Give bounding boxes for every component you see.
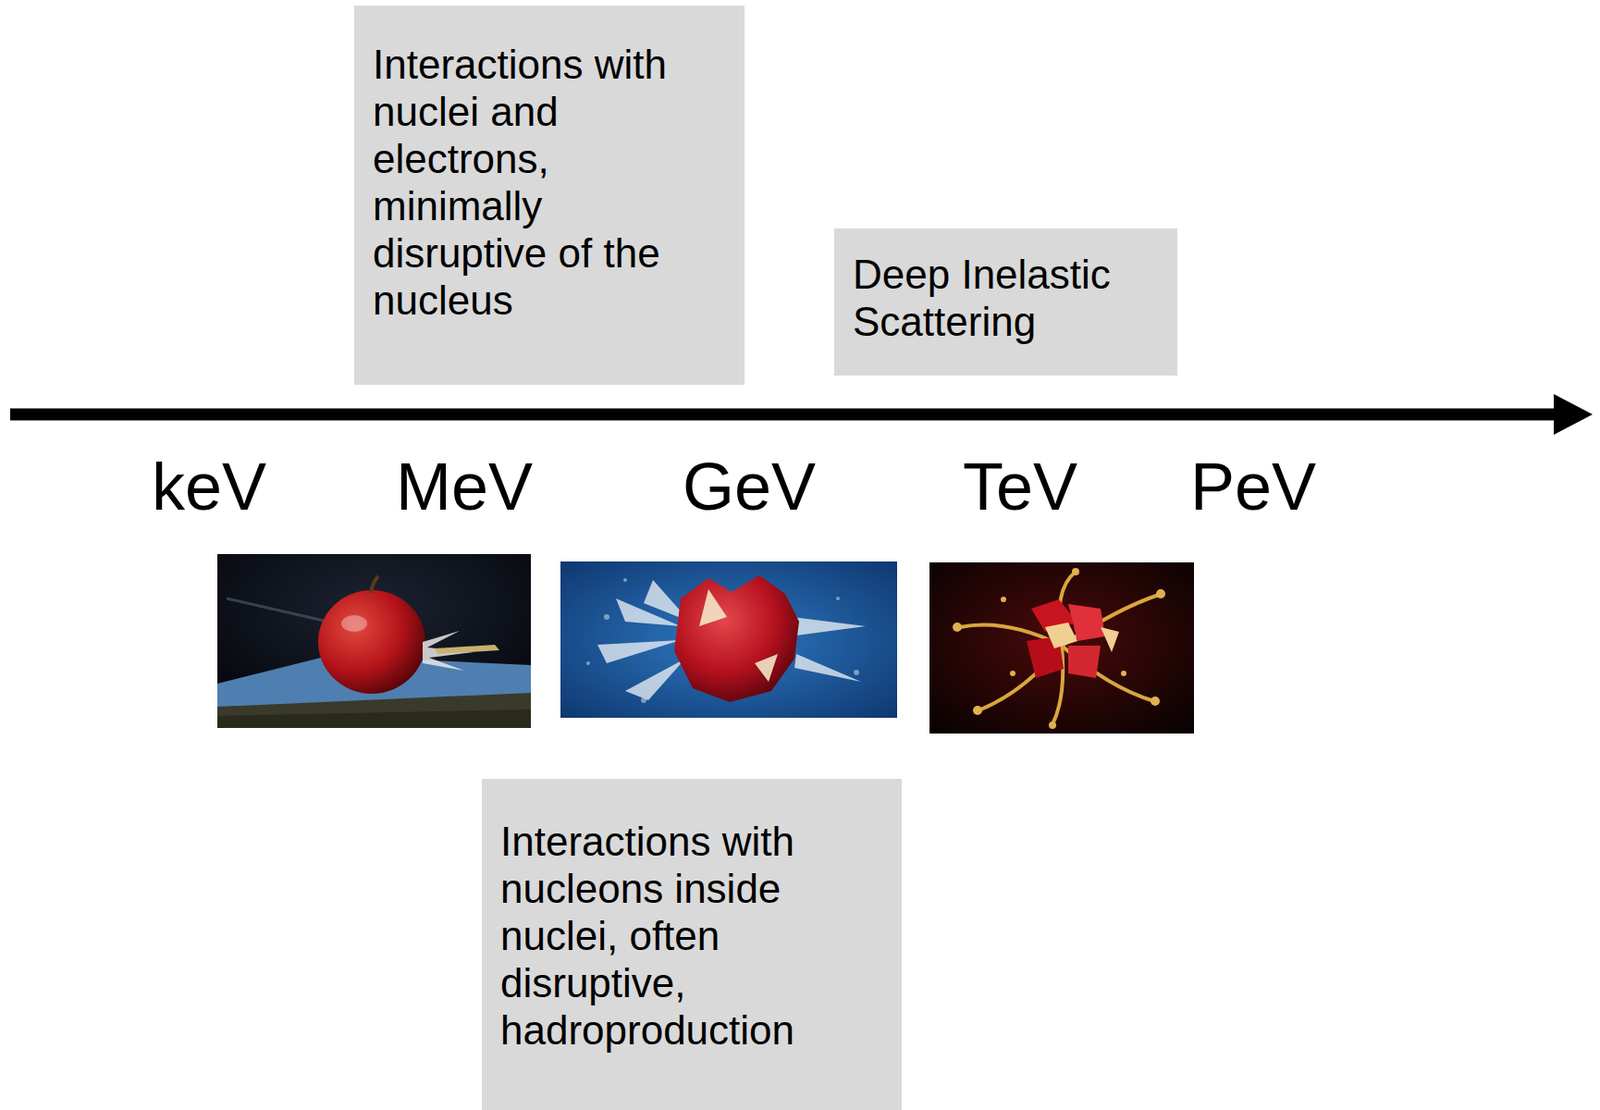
energy-scale-label: TeV <box>962 453 1078 520</box>
apple-photo-pierced <box>217 553 531 728</box>
energy-scale-label: keV <box>151 453 267 520</box>
apple-photo-shattered <box>929 562 1194 734</box>
box-text: Interactions with nuclei and electrons, … <box>372 40 727 324</box>
box-text: Interactions with nucleons inside nuclei… <box>500 817 884 1054</box>
energy-scale-label: MeV <box>395 453 533 520</box>
note-box: Interactions with nuclei and electrons, … <box>354 5 745 385</box>
box-text: Deep Inelastic Scattering <box>852 250 1159 345</box>
energy-scale-label: PeV <box>1190 453 1317 520</box>
note-box: Interactions with nucleons inside nuclei… <box>481 778 902 1110</box>
energy-scale-label: GeV <box>682 453 816 520</box>
apple-photo-bursting <box>560 561 898 718</box>
note-box: Deep Inelastic Scattering <box>834 228 1178 376</box>
